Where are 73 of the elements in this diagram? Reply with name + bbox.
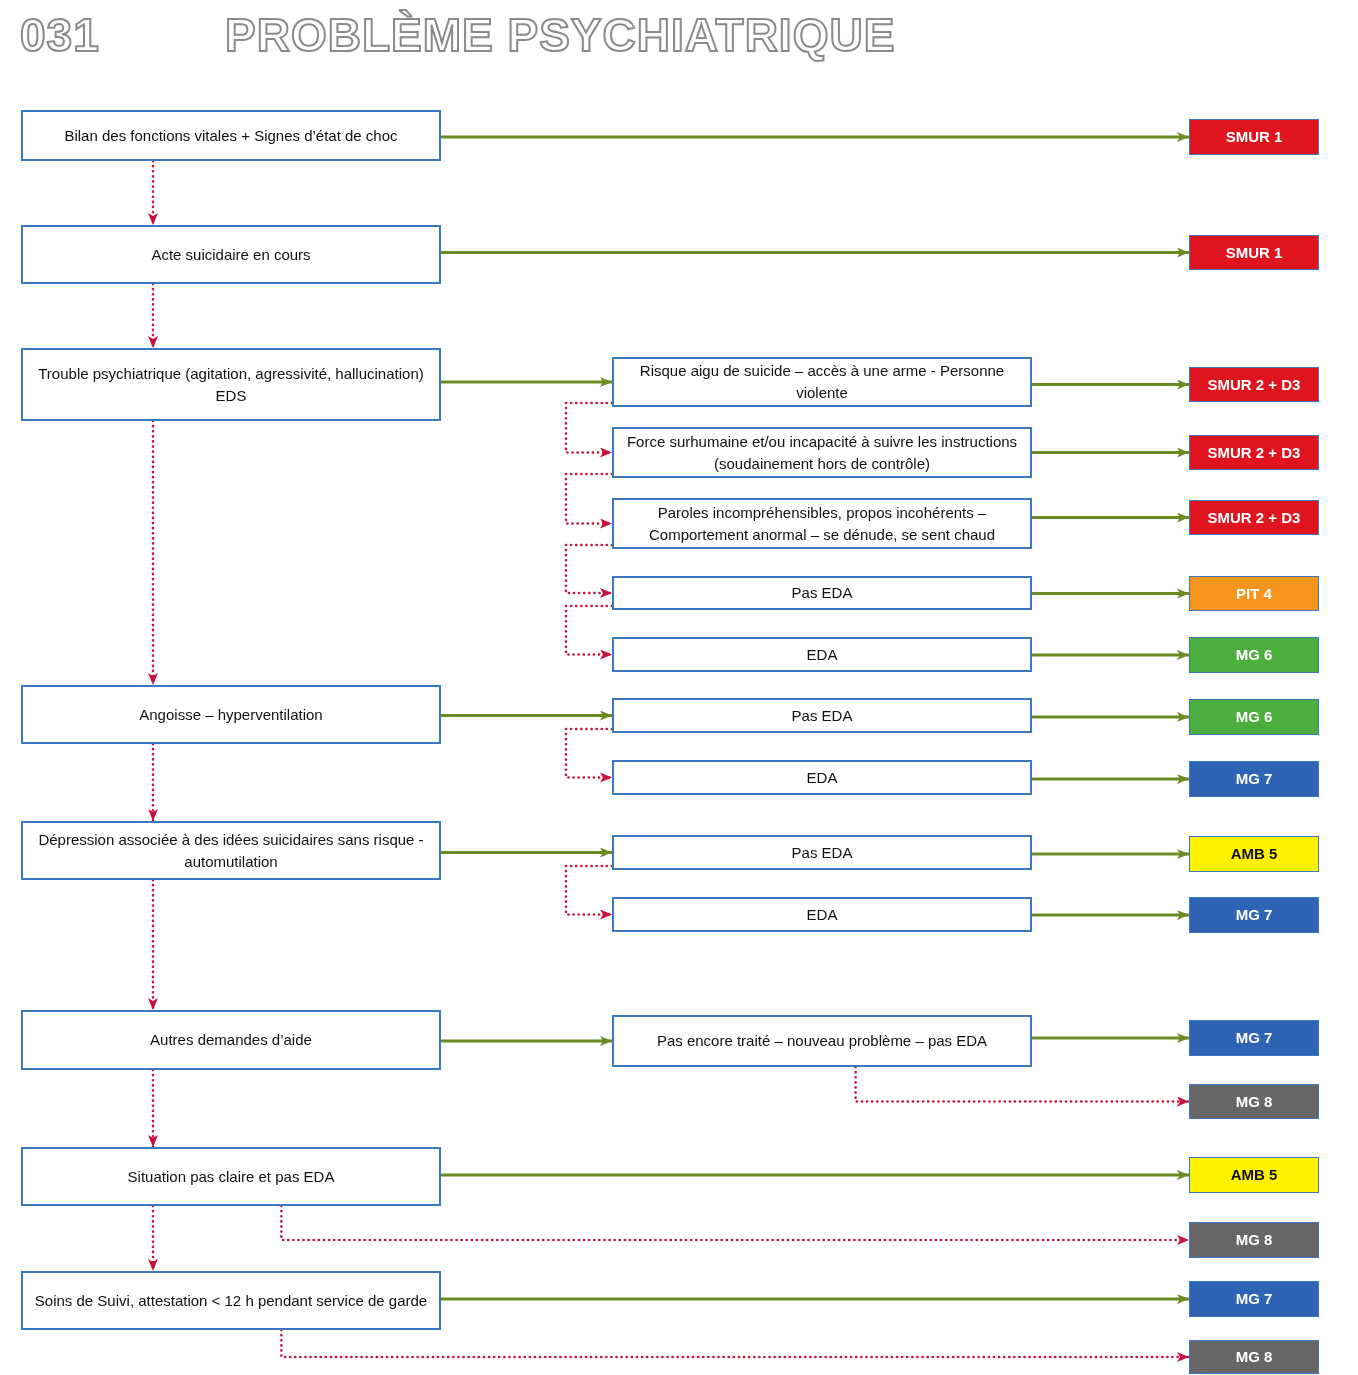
arrow bbox=[441, 1294, 1189, 1304]
step-box: Pas encore traité – nouveau problème – pas EDA bbox=[612, 1015, 1032, 1067]
step-box: Angoisse – hyperventilation bbox=[21, 685, 441, 744]
step-box: Situation pas claire et pas EDA bbox=[21, 1147, 441, 1206]
dotted-arrow bbox=[148, 419, 158, 687]
priority-badge: SMUR 1 bbox=[1189, 119, 1319, 155]
dotted-arrow bbox=[148, 159, 158, 227]
step-box: EDA bbox=[612, 637, 1032, 672]
step-box: Risque aigu de suicide – accès à une arme - Personne violente bbox=[612, 357, 1032, 407]
step-box: EDA bbox=[612, 897, 1032, 932]
arrow bbox=[441, 1036, 612, 1046]
step-box: Dépression associée à des idées suicidaires sans risque - automutilation bbox=[21, 821, 441, 880]
arrow bbox=[441, 847, 612, 858]
priority-badge: SMUR 1 bbox=[1189, 235, 1319, 270]
box-text: Trouble psychiatrique (agitation, agressivité, hallucination) bbox=[38, 363, 424, 384]
priority-badge: SMUR 2 + D3 bbox=[1189, 500, 1319, 535]
arrow bbox=[441, 377, 612, 387]
arrow bbox=[1032, 588, 1189, 599]
dotted-arrow bbox=[148, 878, 158, 1012]
arrow bbox=[1032, 379, 1189, 390]
step-box: Bilan des fonctions vitales + Signes d’état de choc bbox=[21, 110, 441, 161]
priority-badge: SMUR 2 + D3 bbox=[1189, 367, 1319, 402]
step-box: Pas EDA bbox=[612, 576, 1032, 610]
step-box bbox=[21, 348, 441, 421]
box-text: EDS bbox=[215, 385, 247, 406]
arrow bbox=[1032, 447, 1189, 458]
dotted-arrow bbox=[564, 543, 614, 598]
step-box: Pas EDA bbox=[612, 835, 1032, 870]
arrow bbox=[441, 710, 612, 721]
dotted-arrow bbox=[564, 472, 614, 529]
step-box: Soins de Suivi, attestation < 12 h pendant service de garde bbox=[21, 1271, 441, 1330]
dotted-arrow bbox=[280, 1204, 1191, 1245]
step-box: Pas EDA bbox=[612, 698, 1032, 733]
priority-badge: MG 8 bbox=[1189, 1084, 1319, 1119]
arrow bbox=[1032, 910, 1189, 920]
arrow bbox=[441, 132, 1189, 142]
arrow bbox=[1032, 849, 1189, 859]
priority-badge: MG 6 bbox=[1189, 699, 1319, 735]
priority-badge: MG 7 bbox=[1189, 761, 1319, 797]
dotted-arrow bbox=[854, 1065, 1191, 1107]
priority-badge: MG 7 bbox=[1189, 897, 1319, 933]
arrow bbox=[1032, 512, 1189, 523]
step-box: Autres demandes d’aide bbox=[21, 1010, 441, 1070]
protocol-number: 031 bbox=[20, 8, 100, 62]
arrow bbox=[1032, 650, 1189, 660]
step-box: Acte suicidaire en cours bbox=[21, 225, 441, 284]
step-box: Force surhumaine et/ou incapacité à suivre les instructions (soudainement hors de contrôle) bbox=[612, 427, 1032, 478]
arrow bbox=[1032, 1033, 1189, 1043]
dotted-arrow bbox=[148, 282, 158, 350]
arrow bbox=[1032, 712, 1189, 722]
dotted-arrow bbox=[564, 401, 614, 458]
priority-badge: PIT 4 bbox=[1189, 576, 1319, 611]
dotted-arrow bbox=[148, 1204, 158, 1273]
title: PROBLÈME PSYCHIATRIQUE bbox=[225, 8, 896, 62]
priority-badge: MG 6 bbox=[1189, 637, 1319, 673]
priority-badge: MG 7 bbox=[1189, 1020, 1319, 1056]
dotted-arrow bbox=[148, 1068, 158, 1149]
dotted-arrow bbox=[564, 727, 614, 783]
step-box: EDA bbox=[612, 760, 1032, 795]
dotted-arrow bbox=[564, 864, 614, 920]
dotted-arrow bbox=[564, 604, 614, 660]
priority-badge: AMB 5 bbox=[1189, 836, 1319, 872]
step-box: Paroles incompréhensibles, propos incohérents – Comportement anormal – se dénude, se sent chaud bbox=[612, 498, 1032, 549]
priority-badge: SMUR 2 + D3 bbox=[1189, 435, 1319, 470]
arrow bbox=[441, 1170, 1189, 1180]
priority-badge: MG 8 bbox=[1189, 1340, 1319, 1374]
priority-badge: MG 7 bbox=[1189, 1281, 1319, 1317]
priority-badge: AMB 5 bbox=[1189, 1157, 1319, 1193]
dotted-arrow bbox=[148, 742, 158, 823]
arrow bbox=[441, 247, 1189, 258]
priority-badge: MG 8 bbox=[1189, 1222, 1319, 1258]
arrow bbox=[1032, 774, 1189, 784]
dotted-arrow bbox=[280, 1328, 1191, 1362]
